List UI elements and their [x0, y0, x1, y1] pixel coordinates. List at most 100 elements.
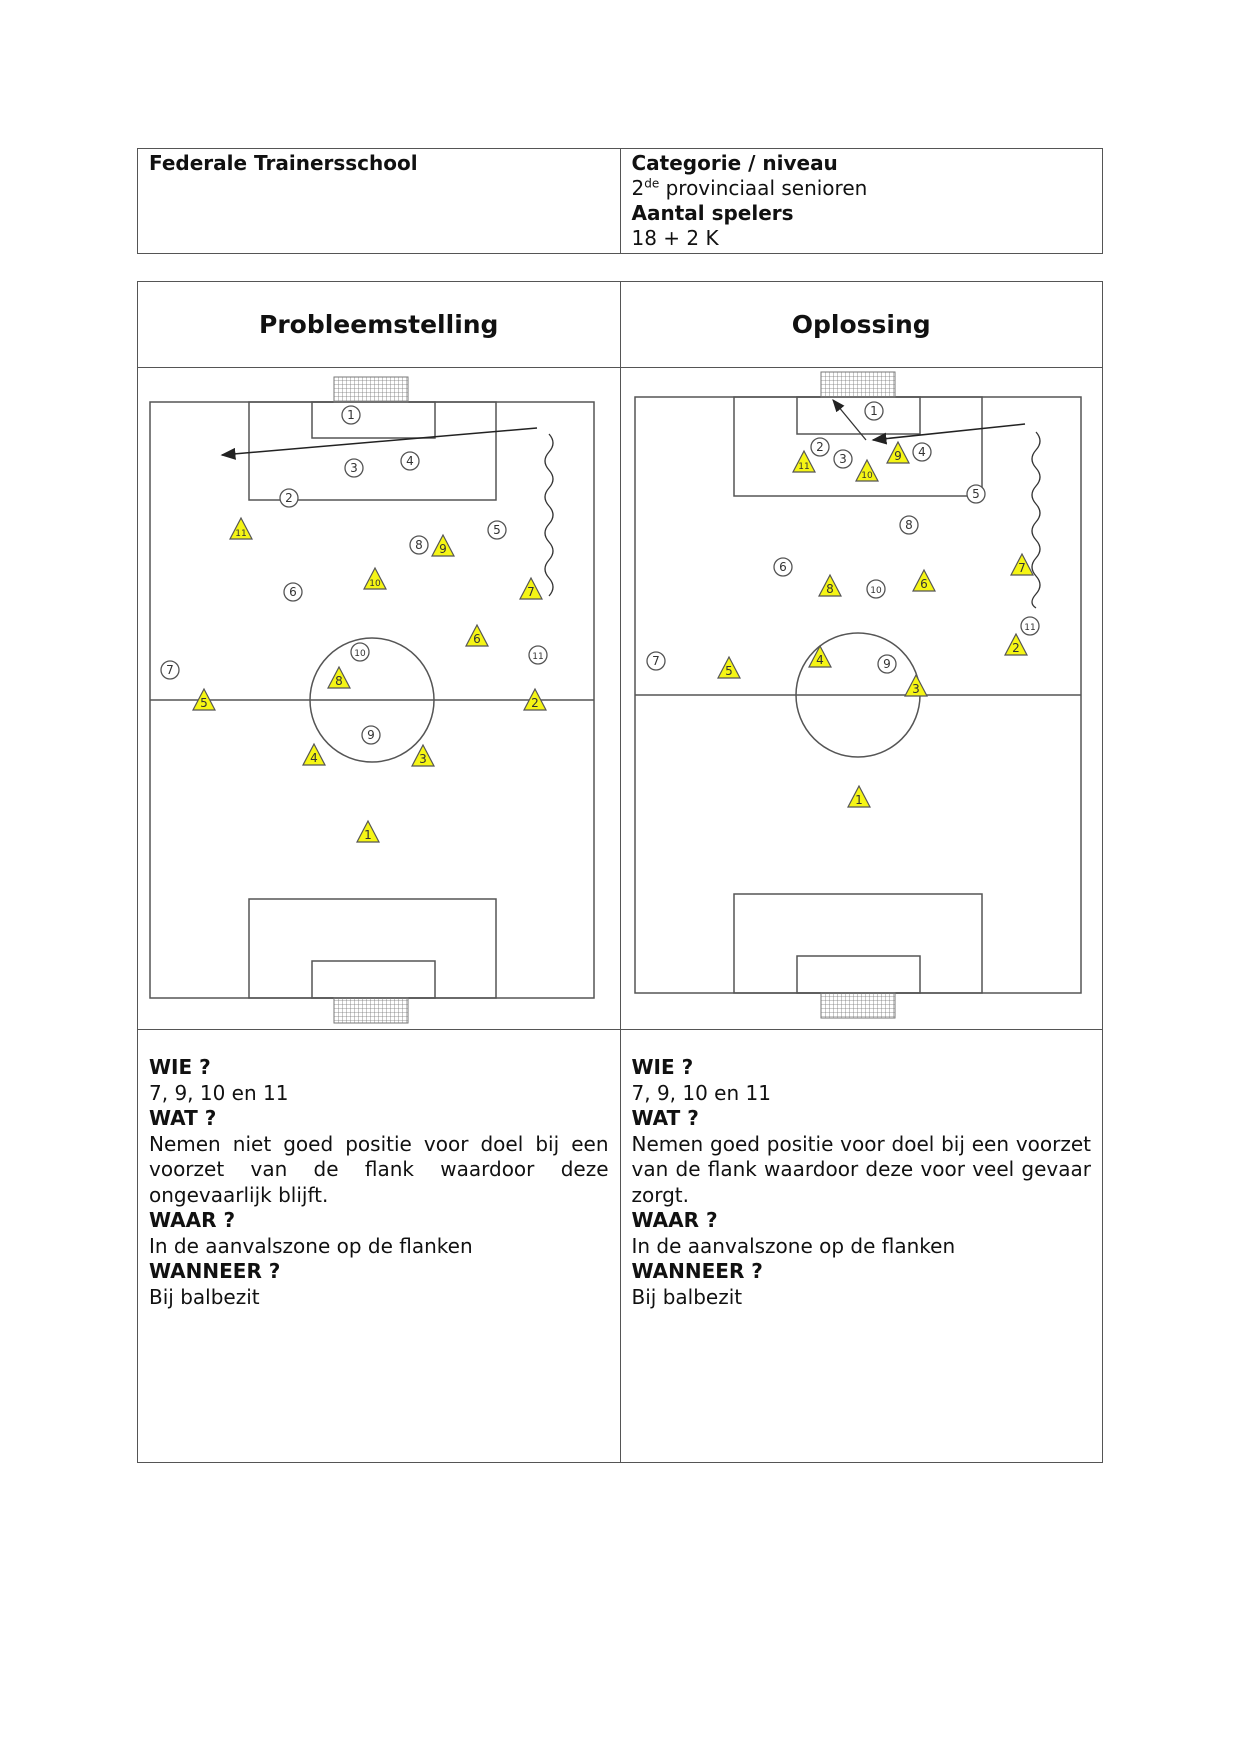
wanneer-label: WANNEER ? [149, 1259, 281, 1283]
svg-text:5: 5 [493, 523, 501, 537]
attacker-marker: 1 [846, 784, 871, 808]
defender-marker: 3 [832, 449, 853, 469]
wie-label: WIE ? [149, 1055, 211, 1079]
attacker-marker: 6 [911, 568, 936, 592]
svg-text:9: 9 [367, 728, 375, 742]
wat-label: WAT ? [149, 1106, 217, 1130]
svg-text:6: 6 [289, 585, 297, 599]
svg-text:6: 6 [473, 632, 481, 646]
svg-text:2: 2 [531, 696, 539, 710]
svg-text:4: 4 [918, 445, 926, 459]
attacker-marker: 7 [1009, 552, 1034, 576]
attacker-marker: 2 [1003, 632, 1028, 656]
wanneer-value: Bij balbezit [631, 1284, 743, 1309]
org-name: Federale Trainersschool [149, 151, 418, 175]
svg-text:9: 9 [883, 657, 891, 671]
svg-text:2: 2 [816, 440, 824, 454]
description-solution: WIE ? 7, 9, 10 en 11 WAT ? Nemen goed po… [619, 1029, 1103, 1463]
defender-marker: 2 [279, 488, 299, 508]
attacker-marker: 10 [854, 458, 879, 482]
attacker-marker: 11 [791, 449, 816, 473]
svg-text:2: 2 [1012, 641, 1020, 655]
svg-text:6: 6 [779, 560, 787, 574]
attacker-marker: 4 [807, 644, 832, 668]
attacker-marker: 3 [903, 673, 928, 697]
defender-marker: 1 [863, 401, 884, 421]
defender-marker: 8 [898, 515, 919, 535]
svg-text:3: 3 [912, 682, 920, 696]
svg-text:3: 3 [419, 752, 427, 766]
svg-text:8: 8 [415, 538, 423, 552]
waar-label: WAAR ? [149, 1208, 236, 1232]
header-org-cell: Federale Trainersschool [137, 148, 621, 254]
shot-arrow [831, 398, 867, 441]
svg-text:4: 4 [816, 653, 824, 667]
defender-marker: 10 [865, 579, 886, 599]
defender-marker: 8 [409, 535, 429, 555]
svg-text:5: 5 [725, 664, 733, 678]
dribble-line [1030, 431, 1041, 609]
wat-value: Nemen niet goed positie voor doel bij ee… [149, 1131, 609, 1207]
cross-arrow [220, 427, 538, 460]
defender-marker: 10 [350, 642, 370, 662]
attacker-marker: 7 [519, 576, 543, 600]
attacker-marker: 9 [431, 533, 455, 557]
wie-value: 7, 9, 10 en 11 [631, 1080, 771, 1105]
category-value: 2de provinciaal senioren [631, 176, 868, 200]
attacker-marker: 1 [356, 819, 380, 843]
svg-text:9: 9 [439, 542, 447, 556]
svg-text:3: 3 [839, 452, 847, 466]
svg-text:4: 4 [406, 454, 414, 468]
players-label: Aantal spelers [631, 201, 794, 225]
svg-text:10: 10 [369, 579, 381, 589]
defender-marker: 9 [876, 654, 897, 674]
attacker-marker: 11 [229, 516, 253, 540]
dribble-line [544, 433, 554, 597]
goal-net-top [820, 371, 895, 398]
defender-marker: 6 [283, 582, 303, 602]
waar-label: WAAR ? [631, 1208, 718, 1232]
attacker-marker: 8 [817, 573, 842, 597]
svg-text:7: 7 [527, 585, 535, 599]
svg-text:3: 3 [350, 461, 358, 475]
svg-text:8: 8 [335, 674, 343, 688]
exercise-table: Probleemstelling Oplossing [137, 281, 1103, 1463]
defender-marker: 1 [341, 405, 361, 425]
defender-marker: 4 [400, 451, 420, 471]
svg-text:6: 6 [920, 577, 928, 591]
defender-marker: 5 [487, 520, 507, 540]
wanneer-label: WANNEER ? [631, 1259, 763, 1283]
diagram-problem-cell: 1 3 4 2 5 8 6 7 10 11 9 11 9 10 7 6 8 5 2 4 3 1 [137, 367, 621, 1030]
players-problem: 1 3 4 2 5 8 6 7 10 11 9 11 9 10 7 6 8 5 2 4 3 1 [160, 405, 548, 843]
defender-marker: 11 [528, 645, 548, 665]
svg-text:1: 1 [347, 408, 355, 422]
svg-text:10: 10 [354, 649, 366, 659]
wanneer-value: Bij balbezit [149, 1284, 260, 1309]
cross-arrow [871, 423, 1025, 445]
svg-text:7: 7 [1018, 561, 1026, 575]
svg-text:1: 1 [364, 828, 372, 842]
players-value: 18 + 2 K [631, 226, 719, 250]
svg-text:5: 5 [200, 696, 208, 710]
svg-text:11: 11 [1024, 623, 1035, 633]
svg-text:7: 7 [166, 663, 174, 677]
goal-net-bottom [820, 992, 895, 1019]
svg-text:11: 11 [532, 652, 543, 662]
defender-marker: 7 [645, 651, 666, 671]
svg-text:11: 11 [798, 462, 809, 472]
header-info-cell: Categorie / niveau 2de provinciaal senio… [619, 148, 1103, 254]
svg-text:11: 11 [235, 529, 246, 539]
attacker-marker: 8 [327, 665, 351, 689]
goal-net-bottom [333, 997, 409, 1024]
svg-text:4: 4 [310, 751, 318, 765]
goal-net-top [333, 376, 409, 403]
title-problem: Probleemstelling [137, 281, 621, 368]
defender-marker: 7 [160, 660, 180, 680]
svg-text:8: 8 [826, 582, 834, 596]
defender-marker: 11 [1019, 616, 1040, 636]
waar-value: In de aanvalszone op de flanken [149, 1233, 473, 1258]
defender-marker: 9 [361, 725, 381, 745]
svg-text:5: 5 [972, 487, 980, 501]
